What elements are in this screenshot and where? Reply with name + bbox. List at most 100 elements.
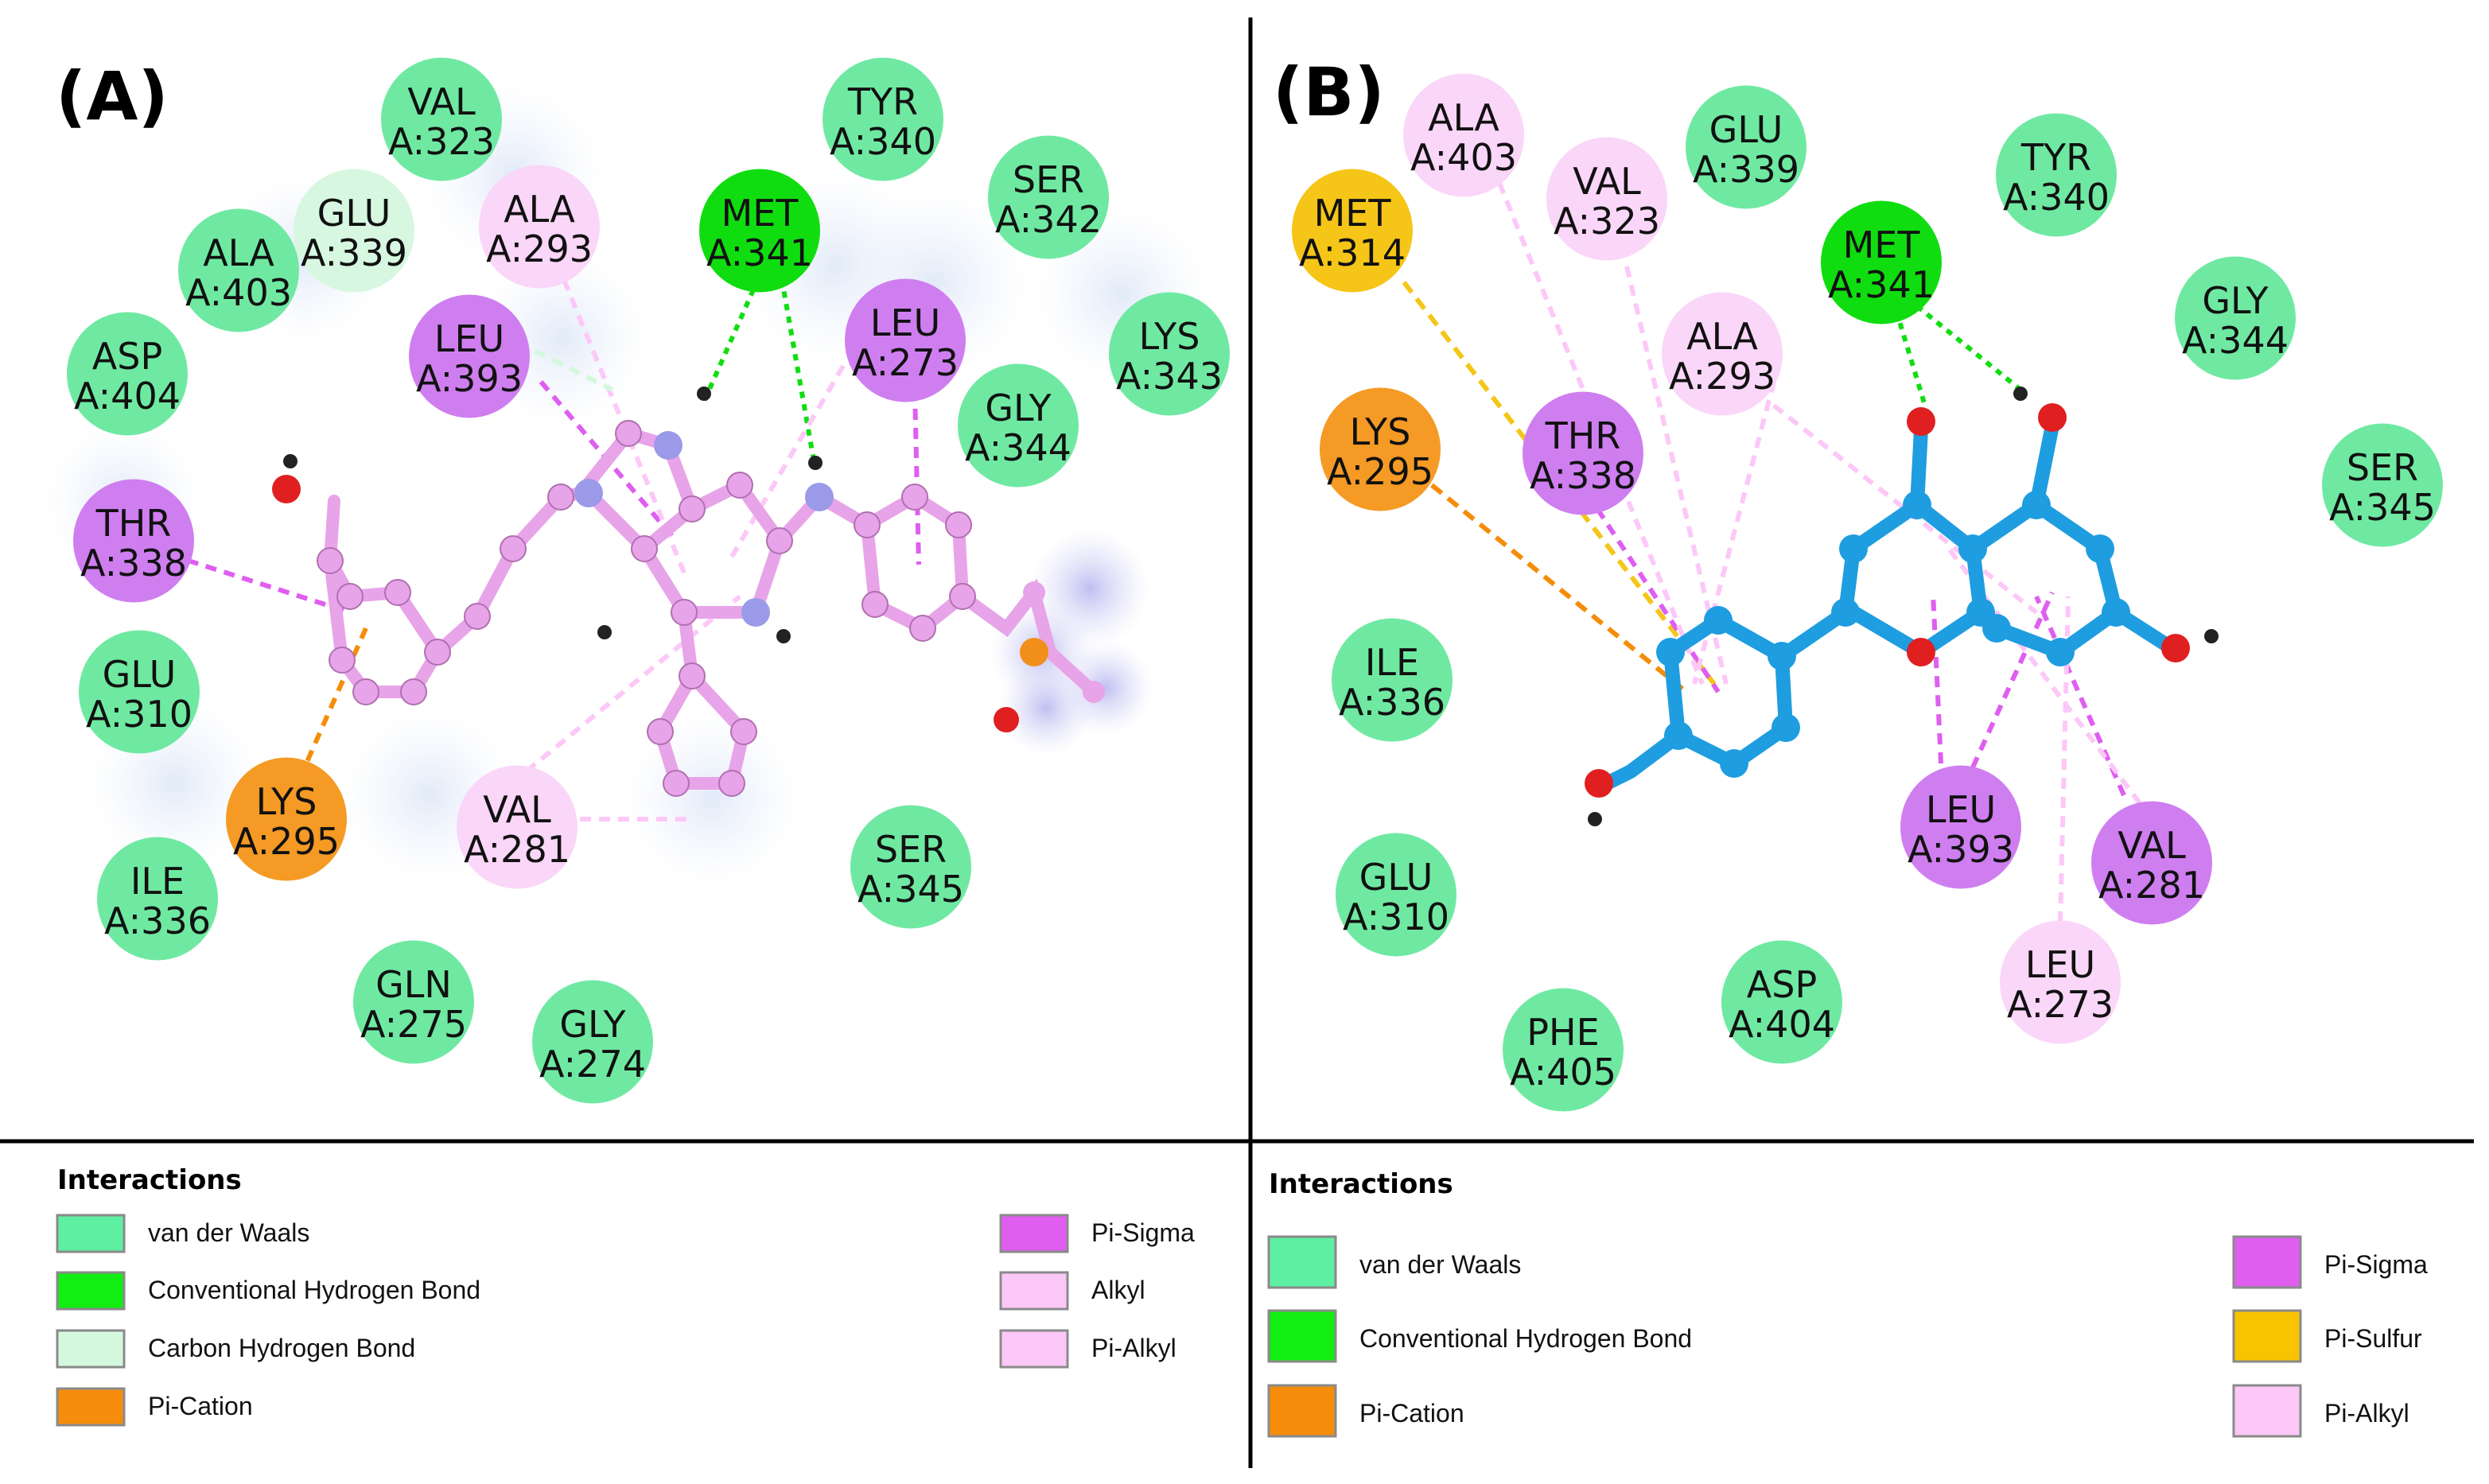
residue-disc	[823, 57, 943, 181]
residue-name: TYR	[847, 80, 918, 123]
residue-chain-number: A:295	[1327, 450, 1433, 493]
residue-disc	[457, 765, 578, 889]
residue-name: GLU	[1709, 108, 1783, 151]
residue-chain-number: A:340	[2003, 176, 2110, 219]
residue-name: VAL	[1573, 160, 1641, 203]
residue-name: LYS	[1350, 410, 1411, 453]
residue-name: LEU	[434, 317, 504, 360]
residue-disc	[381, 57, 502, 181]
residue-name: GLY	[985, 387, 1052, 429]
residue-disc	[409, 294, 530, 418]
residue-chain-number: A:323	[388, 120, 495, 163]
residue-name: GLU	[1359, 856, 1433, 899]
residue-chain-number: A:343	[1116, 355, 1223, 398]
residue-name: LYS	[256, 780, 317, 823]
legend-swatch	[999, 1214, 1069, 1253]
residue-disc	[1996, 113, 2117, 237]
legend-swatch	[2232, 1384, 2302, 1438]
residue-chain-number: A:310	[86, 693, 193, 736]
residue-disc	[73, 479, 194, 603]
legend-item: van der Waals	[56, 1214, 309, 1253]
residue-disc	[226, 757, 347, 881]
residue-name: SER	[1013, 158, 1084, 201]
residue-chain-number: A:338	[80, 542, 187, 585]
residue-name: SER	[875, 828, 947, 871]
legend-item: Pi-Cation	[1267, 1384, 1464, 1438]
legend-item: Pi-Cation	[56, 1387, 253, 1427]
legend-item: Conventional Hydrogen Bond	[56, 1271, 480, 1311]
residue-disc	[958, 363, 1079, 488]
residue-chain-number: A:293	[486, 227, 593, 270]
residue-name: GLY	[559, 1003, 626, 1046]
residue-disc	[1686, 85, 1806, 209]
residue-chain-number: A:393	[1908, 828, 2014, 871]
residue-chain-number: A:345	[858, 868, 964, 911]
residue-disc	[2091, 801, 2212, 925]
residue-chain-number: A:275	[360, 1003, 467, 1046]
residue-name: GLN	[375, 963, 452, 1006]
residue-chain-number: A:344	[965, 426, 1071, 469]
legend-swatch	[56, 1329, 126, 1369]
residue-disc	[699, 169, 820, 293]
legend-swatch	[1267, 1235, 1337, 1289]
residue-disc	[1503, 988, 1624, 1112]
legend-swatch	[1267, 1309, 1337, 1363]
residue-name: LEU	[1926, 788, 1996, 831]
legend-item: Pi-Sulfur	[2232, 1309, 2422, 1363]
panel-a-residues: VALA:323TYRA:340GLUA:339ALAA:293META:341…	[67, 57, 1230, 1104]
panel-a-ligand-atoms	[272, 387, 1105, 797]
residue-name: VAL	[483, 788, 551, 831]
residue-name: LYS	[1139, 315, 1200, 358]
residue-name: MET	[1314, 192, 1392, 235]
residue-disc	[97, 837, 218, 961]
residue-chain-number: A:273	[852, 341, 959, 384]
residue-disc	[2175, 256, 2296, 380]
legend-item: Pi-Alkyl	[2232, 1384, 2409, 1438]
residue-chain-number: A:323	[1554, 200, 1660, 243]
residue-disc	[67, 312, 188, 436]
residue-name: GLU	[317, 192, 391, 235]
residue-disc	[1403, 73, 1524, 197]
residue-chain-number: A:341	[706, 231, 813, 274]
legend-item: Pi-Sigma	[2232, 1235, 2428, 1289]
residue-disc	[1336, 833, 1456, 957]
residue-chain-number: A:405	[1510, 1051, 1616, 1094]
legend-label: Pi-Cation	[1359, 1399, 1464, 1428]
residue-name: LEU	[2025, 943, 2095, 986]
legend-label: Pi-Alkyl	[1091, 1334, 1176, 1362]
residue-chain-number: A:336	[104, 899, 211, 942]
legend-swatch	[56, 1387, 126, 1427]
residue-disc	[1900, 765, 2021, 889]
legend-b-title: Interactions	[1269, 1168, 1453, 1200]
panel-b-interaction-lines	[1402, 181, 2142, 923]
residue-name: THR	[95, 502, 172, 545]
residue-name: GLY	[2202, 279, 2269, 322]
residue-name: SER	[2347, 446, 2418, 489]
residue-disc	[1332, 618, 1453, 742]
legend-label: Pi-Sigma	[1091, 1218, 1195, 1247]
residue-chain-number: A:314	[1299, 231, 1406, 274]
legend-label: Alkyl	[1091, 1276, 1145, 1304]
residue-chain-number: A:274	[539, 1043, 646, 1086]
residue-chain-number: A:342	[995, 198, 1102, 241]
